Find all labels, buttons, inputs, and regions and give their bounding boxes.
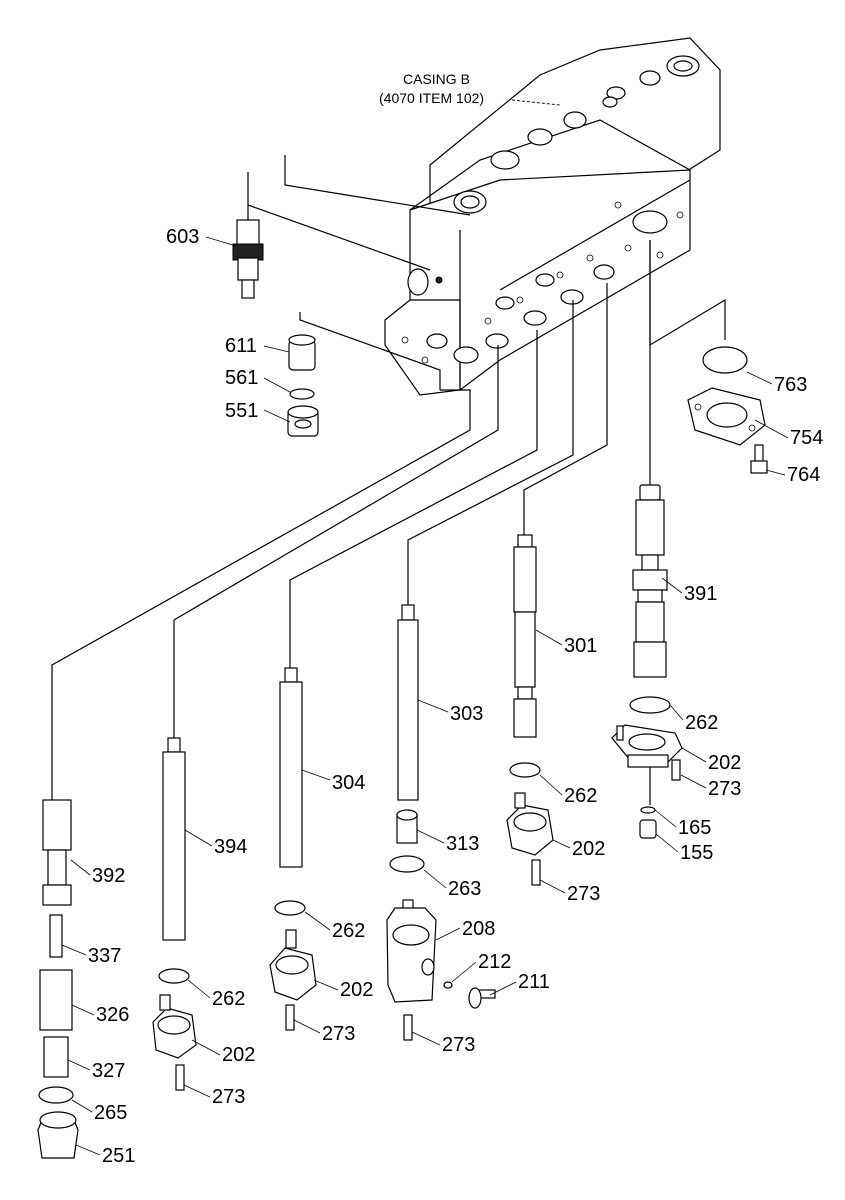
part-262-oring-b [509,762,541,778]
part-394-spool [162,737,186,941]
label-763: 763 [774,374,807,396]
part-603-sensor [232,205,264,299]
part-611-plug [288,334,316,371]
part-165-oring [640,806,656,814]
part-561-oring [289,388,315,400]
part-labels: 603 611 561 551 763 754 764 391 262 202 … [88,226,823,1167]
label-327: 327 [92,1060,125,1082]
casing-b: CASING B (4070 ITEM 102) [379,37,721,396]
label-764: 764 [787,464,820,486]
part-273-bolt-e [175,1064,185,1091]
part-211-screw [468,987,496,1009]
label-301: 301 [564,635,597,657]
part-327-spring [43,1036,69,1078]
label-603: 603 [166,226,199,248]
part-202-cap-c [269,929,317,1001]
label-273-c: 273 [442,1034,475,1056]
part-303-spool [397,604,419,801]
part-202-cap-d [152,994,197,1059]
part-273-bolt-a [671,759,681,781]
label-202-b: 202 [572,838,605,860]
label-155: 155 [680,842,713,864]
part-326-spring [39,969,73,1031]
casing-ports [401,55,700,364]
label-262-b: 262 [564,785,597,807]
part-273-bolt-c [403,1014,413,1041]
label-551: 551 [225,400,258,422]
label-391: 391 [684,583,717,605]
label-202-a: 202 [708,752,741,774]
part-763-oring [702,346,748,374]
part-262-oring-c [274,900,306,916]
label-265: 265 [94,1102,127,1124]
part-265-oring [38,1086,74,1104]
label-273-a: 273 [708,778,741,800]
label-263: 263 [448,878,481,900]
label-392: 392 [92,865,125,887]
label-303: 303 [450,703,483,725]
casing-label-line2: (4070 ITEM 102) [379,90,484,106]
label-313: 313 [446,833,479,855]
part-392-sleeve [42,799,72,906]
label-304: 304 [332,772,365,794]
part-155-plug [639,819,657,839]
part-273-bolt-d [285,1004,295,1031]
part-262-oring-d [158,968,190,984]
label-leaders [61,236,789,1156]
part-262-oring-a [629,696,671,714]
label-208: 208 [462,918,495,940]
part-337-pin [49,914,63,958]
part-263-oring [389,855,425,873]
part-202-cap-b [506,792,554,856]
label-561: 561 [225,367,258,389]
part-212-oring [443,981,453,989]
part-764-bolt [750,444,768,474]
label-337: 337 [88,945,121,967]
label-326: 326 [96,1004,129,1026]
label-262-c: 262 [332,920,365,942]
part-391-spool [632,484,668,678]
part-251-cap [37,1111,79,1159]
label-262-d: 262 [212,988,245,1010]
part-273-bolt-b [531,859,541,886]
label-251: 251 [102,1145,135,1167]
part-551-plug [287,405,319,437]
part-202-cap-a [611,724,683,768]
label-754: 754 [790,427,823,449]
part-304-spool [279,667,303,868]
casing-label-line1: CASING B [403,71,470,87]
part-313-stopper [396,809,418,844]
part-301-spool [513,534,537,738]
label-202-c: 202 [340,979,373,1001]
label-611: 611 [225,335,257,357]
label-202-d: 202 [222,1044,255,1066]
part-208-body [386,899,437,1003]
label-212: 212 [478,951,511,973]
label-211: 211 [518,971,550,993]
label-273-e: 273 [212,1086,245,1108]
label-262-a: 262 [685,712,718,734]
label-394: 394 [214,836,247,858]
label-273-d: 273 [322,1023,355,1045]
label-165: 165 [678,817,711,839]
label-273-b: 273 [567,883,600,905]
part-754-flange [687,387,766,446]
